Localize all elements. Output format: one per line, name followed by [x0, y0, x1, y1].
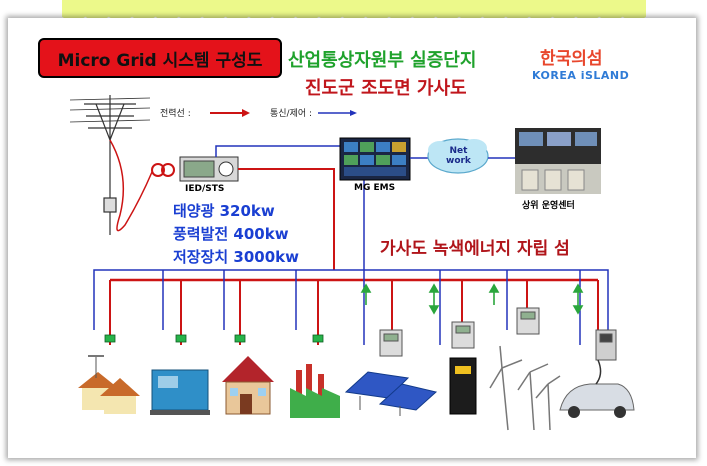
ied-sts-device: [179, 156, 239, 182]
house-icon: [222, 356, 274, 415]
network-label-line1: Net: [449, 146, 468, 156]
brand-logo-korean: 한국의섬: [540, 49, 603, 69]
network-label-line2: work: [446, 156, 471, 166]
island-caption: 가사도 녹색에너지 자립 섬: [380, 239, 570, 259]
brand-logo-english: KOREA iSLAND: [532, 69, 630, 82]
meter-devices: [379, 307, 617, 361]
location-heading: 진도군 조도면 가사도: [305, 78, 467, 99]
network-label: Net work: [446, 146, 471, 166]
factory-icon: [290, 364, 340, 418]
legend-arrows: [210, 109, 357, 117]
legend-power-label: 전력선 :: [160, 109, 191, 119]
ied-sts-label: IED/STS: [185, 184, 225, 194]
feeder-line: [109, 139, 153, 232]
comm-bus: [93, 269, 609, 330]
diagram-title: Micro Grid 시스템 구성도: [38, 38, 282, 78]
generator-icon: [150, 369, 210, 415]
network-cloud-icon: [427, 138, 489, 174]
wind-capacity: 풍력발전 400kw: [173, 225, 289, 243]
main-power-line: [238, 168, 335, 270]
node-markers: [104, 334, 324, 343]
mg-ems-screens: [339, 137, 411, 181]
solar-capacity: 태양광 320kw: [173, 202, 275, 220]
solar-panel-icon: [344, 371, 438, 416]
house-cluster-icon: [78, 355, 140, 414]
utility-pole-icon: [69, 95, 151, 235]
battery-cabinet-icon: [449, 357, 477, 415]
upper-center-label: 상위 운영센터: [522, 201, 575, 211]
capacity-list: 태양광 320kw 풍력발전 400kw 저장장치 3000kw: [173, 200, 299, 269]
operations-center-image: [515, 128, 601, 194]
ministry-heading: 산업통상자원부 실증단지: [288, 50, 477, 71]
electric-car-icon: [559, 359, 635, 418]
transformer-icon: [151, 163, 175, 177]
mg-ems-label: MG EMS: [354, 183, 396, 193]
storage-capacity: 저장장치 3000kw: [173, 248, 300, 266]
legend-comm-label: 통신/제어 :: [270, 109, 313, 119]
wind-turbine-icon: [489, 345, 561, 431]
flow-arrows: [360, 283, 584, 315]
bus-drops: [109, 270, 599, 345]
